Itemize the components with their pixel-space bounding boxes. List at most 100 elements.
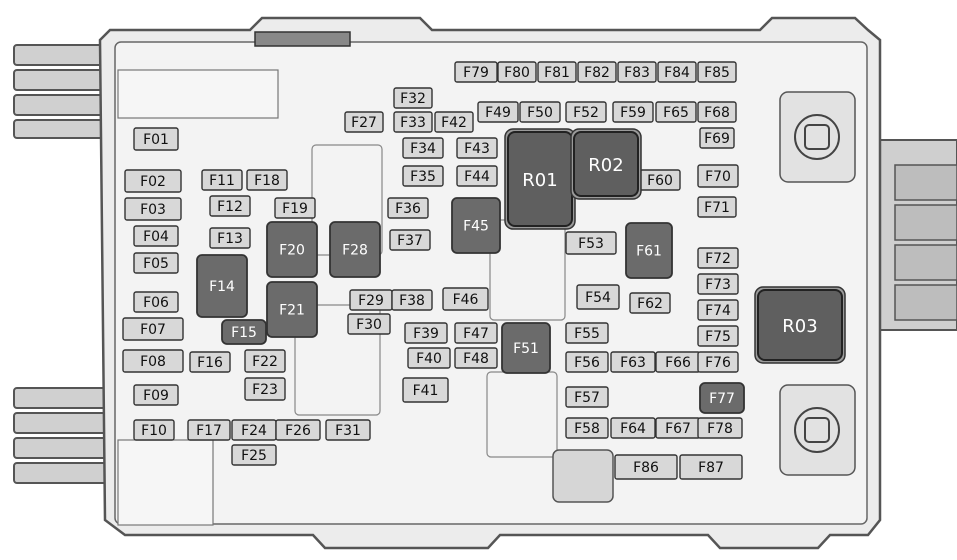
fuse-f20: F20	[266, 221, 318, 278]
fuse-label: F69	[704, 131, 730, 147]
fuse-f54: F54	[576, 284, 620, 310]
fuse-f50: F50	[519, 101, 561, 123]
fuse-label: F78	[707, 421, 733, 437]
fuse-f85: F85	[697, 61, 737, 83]
fuse-label: F87	[698, 460, 724, 476]
fuse-f19: F19	[274, 197, 316, 219]
fuse-label: F38	[399, 293, 425, 309]
fuse-label: F30	[356, 317, 382, 333]
fuse-label: F03	[140, 202, 166, 218]
fuse-label: F40	[416, 351, 442, 367]
fuse-f49: F49	[477, 101, 519, 123]
fuse-f51: F51	[501, 322, 551, 374]
fuse-label: F24	[241, 423, 267, 439]
fuse-label: F41	[413, 383, 439, 399]
left-connector-bottom	[13, 387, 115, 484]
fuse-f26: F26	[275, 419, 321, 441]
fuse-label: F36	[395, 201, 421, 217]
fuse-label: F50	[527, 105, 553, 121]
inner-block-2	[294, 304, 381, 416]
fuse-label: F83	[624, 65, 650, 81]
fuse-f62: F62	[629, 292, 671, 314]
fuse-label: F11	[209, 173, 235, 189]
fuse-f18: F18	[246, 169, 288, 191]
fuse-f59: F59	[612, 101, 654, 123]
fuse-f60: F60	[639, 169, 681, 191]
bottom-connector	[552, 449, 614, 503]
fuse-label: F84	[664, 65, 690, 81]
fuse-f84: F84	[657, 61, 697, 83]
fuse-label: F32	[400, 91, 426, 107]
fuse-f07: F07	[122, 317, 184, 341]
fuse-label: F13	[217, 231, 243, 247]
fuse-label: F25	[241, 448, 267, 464]
fuse-label: F59	[620, 105, 646, 121]
fuse-label: F01	[143, 132, 169, 148]
fuse-f23: F23	[244, 377, 286, 401]
fuse-f30: F30	[347, 313, 391, 335]
fuse-label: F44	[464, 169, 490, 185]
fuse-f66: F66	[655, 351, 701, 373]
fuse-label: F46	[453, 292, 479, 308]
fuse-f15: F15	[221, 319, 267, 345]
fuse-label: F56	[574, 355, 600, 371]
fuse-f65: F65	[655, 101, 697, 123]
fuse-label: F80	[504, 65, 530, 81]
fuse-label: F42	[441, 115, 467, 131]
fuse-label: F05	[143, 256, 169, 272]
fuse-label: F55	[574, 326, 600, 342]
relay-label: R03	[782, 316, 817, 337]
fuse-f83: F83	[617, 61, 657, 83]
fuse-f29: F29	[349, 289, 393, 311]
fuse-label: F16	[197, 355, 223, 371]
fuse-label: F60	[647, 173, 673, 189]
fuse-f16: F16	[189, 351, 231, 373]
fuse-f77: F77	[699, 382, 745, 414]
fuse-f58: F58	[565, 417, 609, 439]
fuse-f28: F28	[329, 221, 381, 278]
fuse-label: F66	[665, 355, 691, 371]
fuse-label: F33	[400, 115, 426, 131]
fuse-label: F62	[637, 296, 663, 312]
fuse-label: F31	[335, 423, 361, 439]
fuse-f11: F11	[201, 169, 243, 191]
fuse-f42: F42	[434, 111, 474, 133]
fuse-label: F76	[705, 355, 731, 371]
fuse-f71: F71	[697, 196, 737, 218]
fuse-label: F54	[585, 290, 611, 306]
fuse-label: F19	[282, 201, 308, 217]
fuse-label: F82	[584, 65, 610, 81]
fuse-f73: F73	[697, 273, 739, 295]
fuse-f75: F75	[697, 325, 739, 347]
fuse-f40: F40	[407, 347, 451, 369]
fuse-f38: F38	[391, 289, 433, 311]
fuse-f52: F52	[565, 101, 607, 123]
fuse-f27: F27	[344, 111, 384, 133]
fuse-label: F17	[196, 423, 222, 439]
fuse-f70: F70	[697, 164, 739, 188]
fuse-f81: F81	[537, 61, 577, 83]
fuse-label: F52	[573, 105, 599, 121]
fuse-f57: F57	[565, 386, 609, 408]
fuse-f87: F87	[679, 454, 743, 480]
relay-r01: R01	[504, 128, 576, 230]
fuse-label: F81	[544, 65, 570, 81]
fuse-f67: F67	[655, 417, 701, 439]
fuse-label: F04	[143, 229, 169, 245]
top-slot	[254, 31, 351, 47]
fuse-label: F86	[633, 460, 659, 476]
fuse-label: F70	[705, 169, 731, 185]
fuse-label: F39	[413, 326, 439, 342]
fuse-f22: F22	[244, 349, 286, 373]
fuse-label: F45	[463, 219, 489, 235]
fuse-f03: F03	[124, 197, 182, 221]
relay-label: R01	[522, 170, 557, 191]
fuse-label: F61	[636, 244, 662, 260]
fuse-f55: F55	[565, 322, 609, 344]
relay-r02: R02	[570, 128, 642, 200]
fuse-f61: F61	[625, 222, 673, 279]
fuse-f82: F82	[577, 61, 617, 83]
fuse-f10: F10	[133, 419, 175, 441]
fuse-label: F51	[513, 341, 539, 357]
